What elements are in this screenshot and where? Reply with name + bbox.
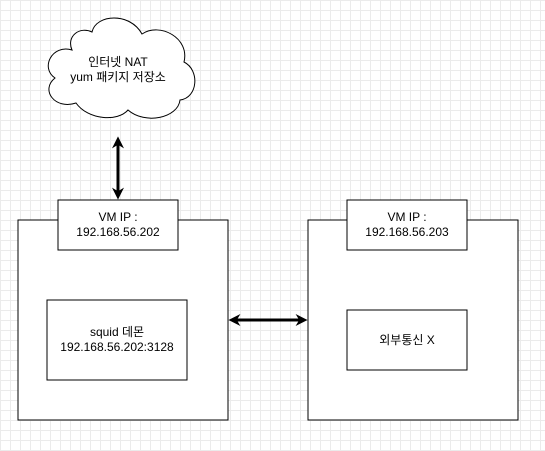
vm2-ip-label-line1: VM IP : [387, 210, 427, 224]
squid-service-box [46, 299, 188, 381]
squid-service-label: squid 데몬 192.168.56.202:3128 [47, 300, 187, 380]
vm2-service-label: 외부통신 X [347, 310, 467, 370]
cloud-label-line1: 인터넷 NAT [88, 55, 148, 69]
squid-service-label-line1: squid 데몬 [89, 325, 145, 339]
vm2-ip-label: VM IP : 192.168.56.203 [347, 200, 467, 250]
internet-cloud-shape [47, 17, 196, 119]
cloud-label: 인터넷 NAT yum 패키지 저장소 [58, 48, 178, 92]
vm1-ip-label-line1: VM IP : [98, 210, 138, 224]
vm1-ip-box [57, 199, 179, 251]
squid-service-label-line2: 192.168.56.202:3128 [60, 340, 174, 354]
vm2-ip-box [346, 199, 468, 251]
vm2-service-label-line1: 외부통신 X [379, 332, 435, 347]
vm1-ip-label-line2: 192.168.56.202 [76, 225, 160, 239]
vm2-service-box [346, 309, 468, 371]
cloud-label-line2: yum 패키지 저장소 [70, 70, 166, 84]
vm1-ip-label: VM IP : 192.168.56.202 [58, 200, 178, 250]
vm2-ip-label-line2: 192.168.56.203 [365, 225, 449, 239]
